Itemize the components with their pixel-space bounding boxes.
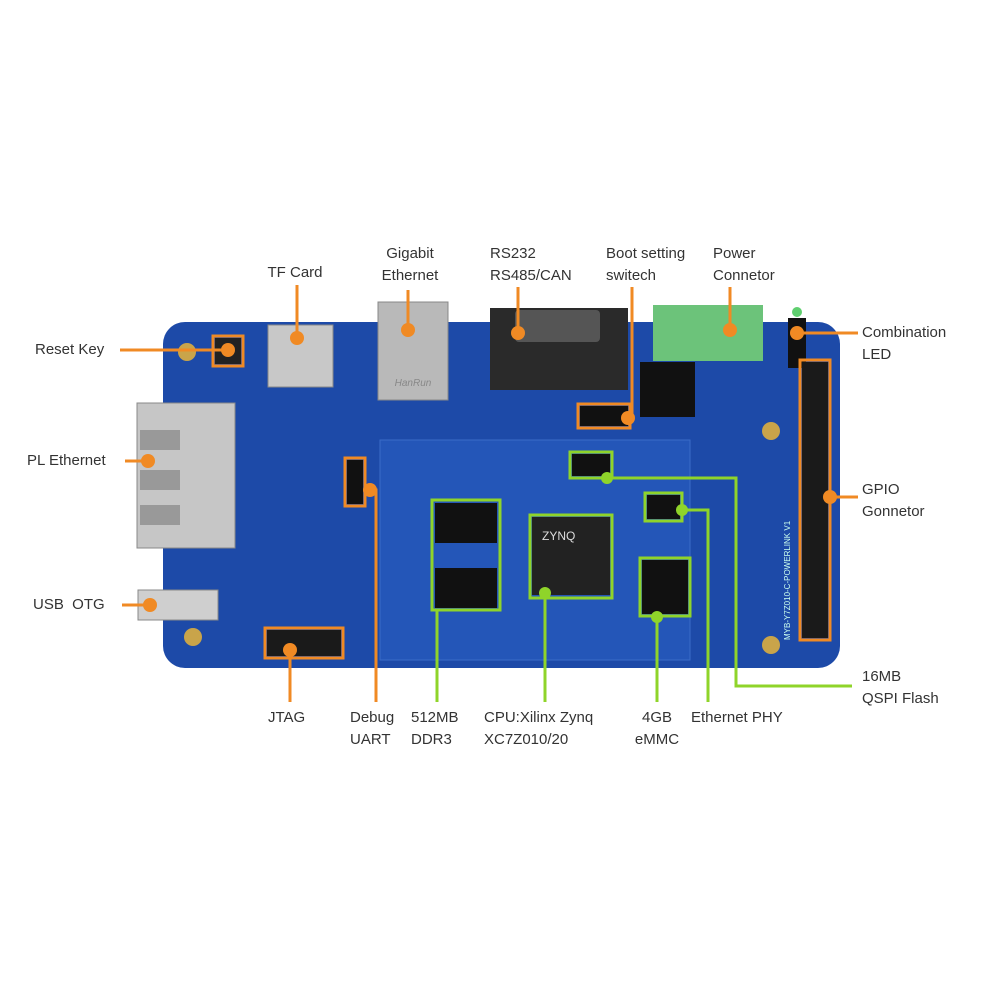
boot-switch: [580, 406, 628, 426]
mount-hole: [762, 636, 780, 654]
label-tf-card: TF Card: [267, 264, 323, 281]
green-dots: [539, 472, 688, 623]
green-callouts: [430, 450, 852, 702]
mount-hole: [178, 343, 196, 361]
label-usb-otg: USB OTG: [33, 596, 105, 613]
orange-dots: [141, 323, 837, 657]
label-jtag: JTAG: [268, 709, 306, 726]
emmc-chip: [642, 560, 688, 614]
mount-hole: [184, 628, 202, 646]
power-connector: [653, 305, 763, 361]
board-model-text: MYB-Y7Z010-C-POWERLINK V1: [783, 520, 792, 640]
gigabit-rj45: [377, 301, 449, 401]
label-ethernet-phy: Ethernet PHY: [691, 709, 783, 726]
mount-hole: [762, 422, 780, 440]
ddr3-chip: [435, 568, 497, 608]
label-pl-ethernet: PL Ethernet: [27, 452, 106, 469]
cpu-chip: [532, 517, 610, 595]
qspi-chip: [572, 454, 610, 476]
ddr3-chip: [435, 503, 497, 543]
gpio-header: [802, 362, 828, 638]
label-reset-key: Reset Key: [35, 341, 105, 358]
rj45-brand-text: HanRun: [395, 378, 432, 389]
jtag-header: [267, 630, 341, 656]
phy-chip: [647, 495, 680, 519]
cpu-chip-text: ZYNQ: [542, 529, 575, 543]
